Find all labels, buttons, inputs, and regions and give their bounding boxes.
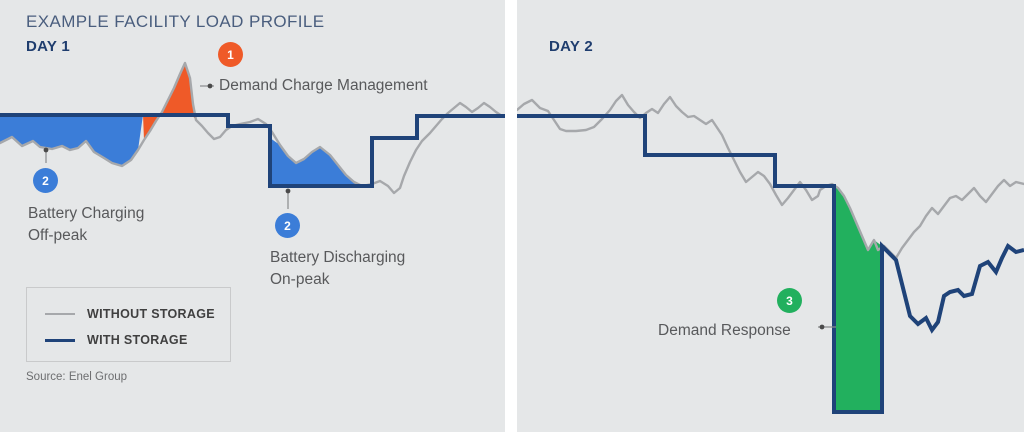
day1-label: DAY 1 bbox=[26, 38, 71, 55]
legend-label-without-storage: WITHOUT STORAGE bbox=[87, 307, 215, 321]
callout-battery-charging: Battery Charging Off-peak bbox=[28, 205, 145, 244]
region-battery-discharging bbox=[270, 138, 372, 186]
legend: WITHOUT STORAGE WITH STORAGE bbox=[26, 287, 231, 362]
source-note: Source: Enel Group bbox=[26, 371, 128, 383]
series-with-storage-day2 bbox=[517, 114, 1024, 414]
series-without-storage-day2 bbox=[517, 93, 1024, 260]
badge-2-discharging[interactable]: 2 bbox=[275, 213, 300, 238]
legend-label-with-storage: WITH STORAGE bbox=[87, 333, 188, 347]
legend-item-with-storage: WITH STORAGE bbox=[45, 333, 188, 347]
leader-lines bbox=[43, 83, 836, 330]
badge-1[interactable]: 1 bbox=[218, 42, 243, 67]
region-demand-charge bbox=[143, 63, 196, 140]
callout-battery-discharging: Battery Discharging On-peak bbox=[270, 249, 406, 288]
day2-label: DAY 2 bbox=[549, 38, 594, 55]
legend-swatch-without-storage bbox=[45, 313, 75, 315]
series-without-storage-day1 bbox=[0, 61, 504, 195]
day2-panel bbox=[517, 0, 1024, 432]
region-battery-charging bbox=[0, 115, 143, 166]
page-title: EXAMPLE FACILITY LOAD PROFILE bbox=[26, 12, 325, 31]
series-with-storage-day1 bbox=[0, 113, 505, 188]
legend-item-without-storage: WITHOUT STORAGE bbox=[45, 307, 215, 321]
region-demand-response bbox=[834, 186, 882, 412]
callout-demand-charge-management: Demand Charge Management bbox=[219, 77, 428, 94]
callout-demand-response: Demand Response bbox=[658, 322, 791, 339]
legend-swatch-with-storage bbox=[45, 338, 75, 342]
badge-2-charging[interactable]: 2 bbox=[33, 168, 58, 193]
badge-3[interactable]: 3 bbox=[777, 288, 802, 313]
